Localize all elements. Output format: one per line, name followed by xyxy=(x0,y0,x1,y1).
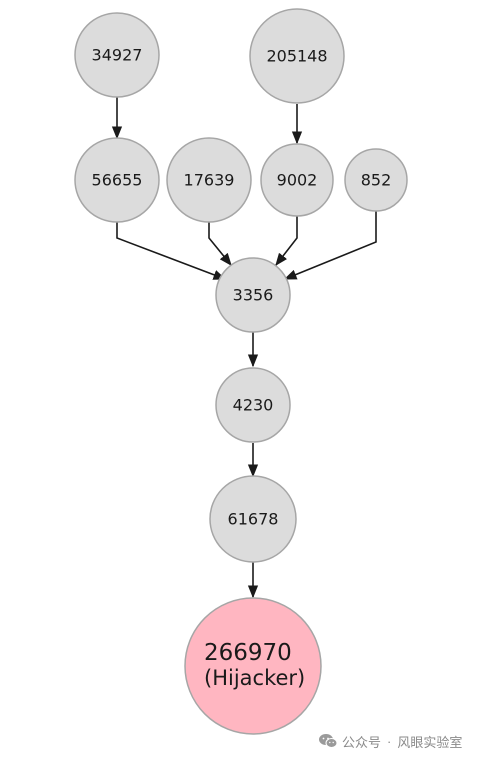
node-label-asn: 266970 xyxy=(204,640,292,666)
node-label: 9002 xyxy=(277,171,318,190)
node-label: 852 xyxy=(361,171,392,190)
node-label: 3356 xyxy=(233,286,274,305)
node-label: 34927 xyxy=(92,46,143,65)
edge-852-3356 xyxy=(283,211,377,280)
node-label-role: (Hijacker) xyxy=(204,666,305,690)
edge-56655-3356 xyxy=(116,222,227,280)
node-56655[interactable]: 56655 xyxy=(74,137,160,223)
node-205148[interactable]: 205148 xyxy=(249,8,345,104)
edge-9002-3356 xyxy=(275,216,298,267)
node-label: 61678 xyxy=(228,510,279,529)
node-61678[interactable]: 61678 xyxy=(209,475,297,563)
node-4230[interactable]: 4230 xyxy=(215,367,291,443)
watermark: 公众号 · 风眼实验室 xyxy=(318,731,462,751)
node-label: 56655 xyxy=(92,171,143,190)
node-266970-hijacker[interactable]: 266970 (Hijacker) xyxy=(184,597,322,735)
edges xyxy=(111,97,377,599)
node-label: 17639 xyxy=(184,171,235,190)
watermark-account-type: 公众号 xyxy=(342,734,382,750)
node-3356[interactable]: 3356 xyxy=(215,257,291,333)
node-852[interactable]: 852 xyxy=(344,148,408,212)
node-label: 4230 xyxy=(233,396,274,415)
watermark-name: 风眼实验室 xyxy=(397,734,463,750)
node-17639[interactable]: 17639 xyxy=(166,137,252,223)
edge-17639-3356 xyxy=(208,222,232,266)
node-9002[interactable]: 9002 xyxy=(260,143,334,217)
node-34927[interactable]: 34927 xyxy=(74,12,160,98)
node-label: 205148 xyxy=(266,47,327,66)
watermark-separator: · xyxy=(387,733,392,749)
wechat-icon xyxy=(319,734,338,748)
